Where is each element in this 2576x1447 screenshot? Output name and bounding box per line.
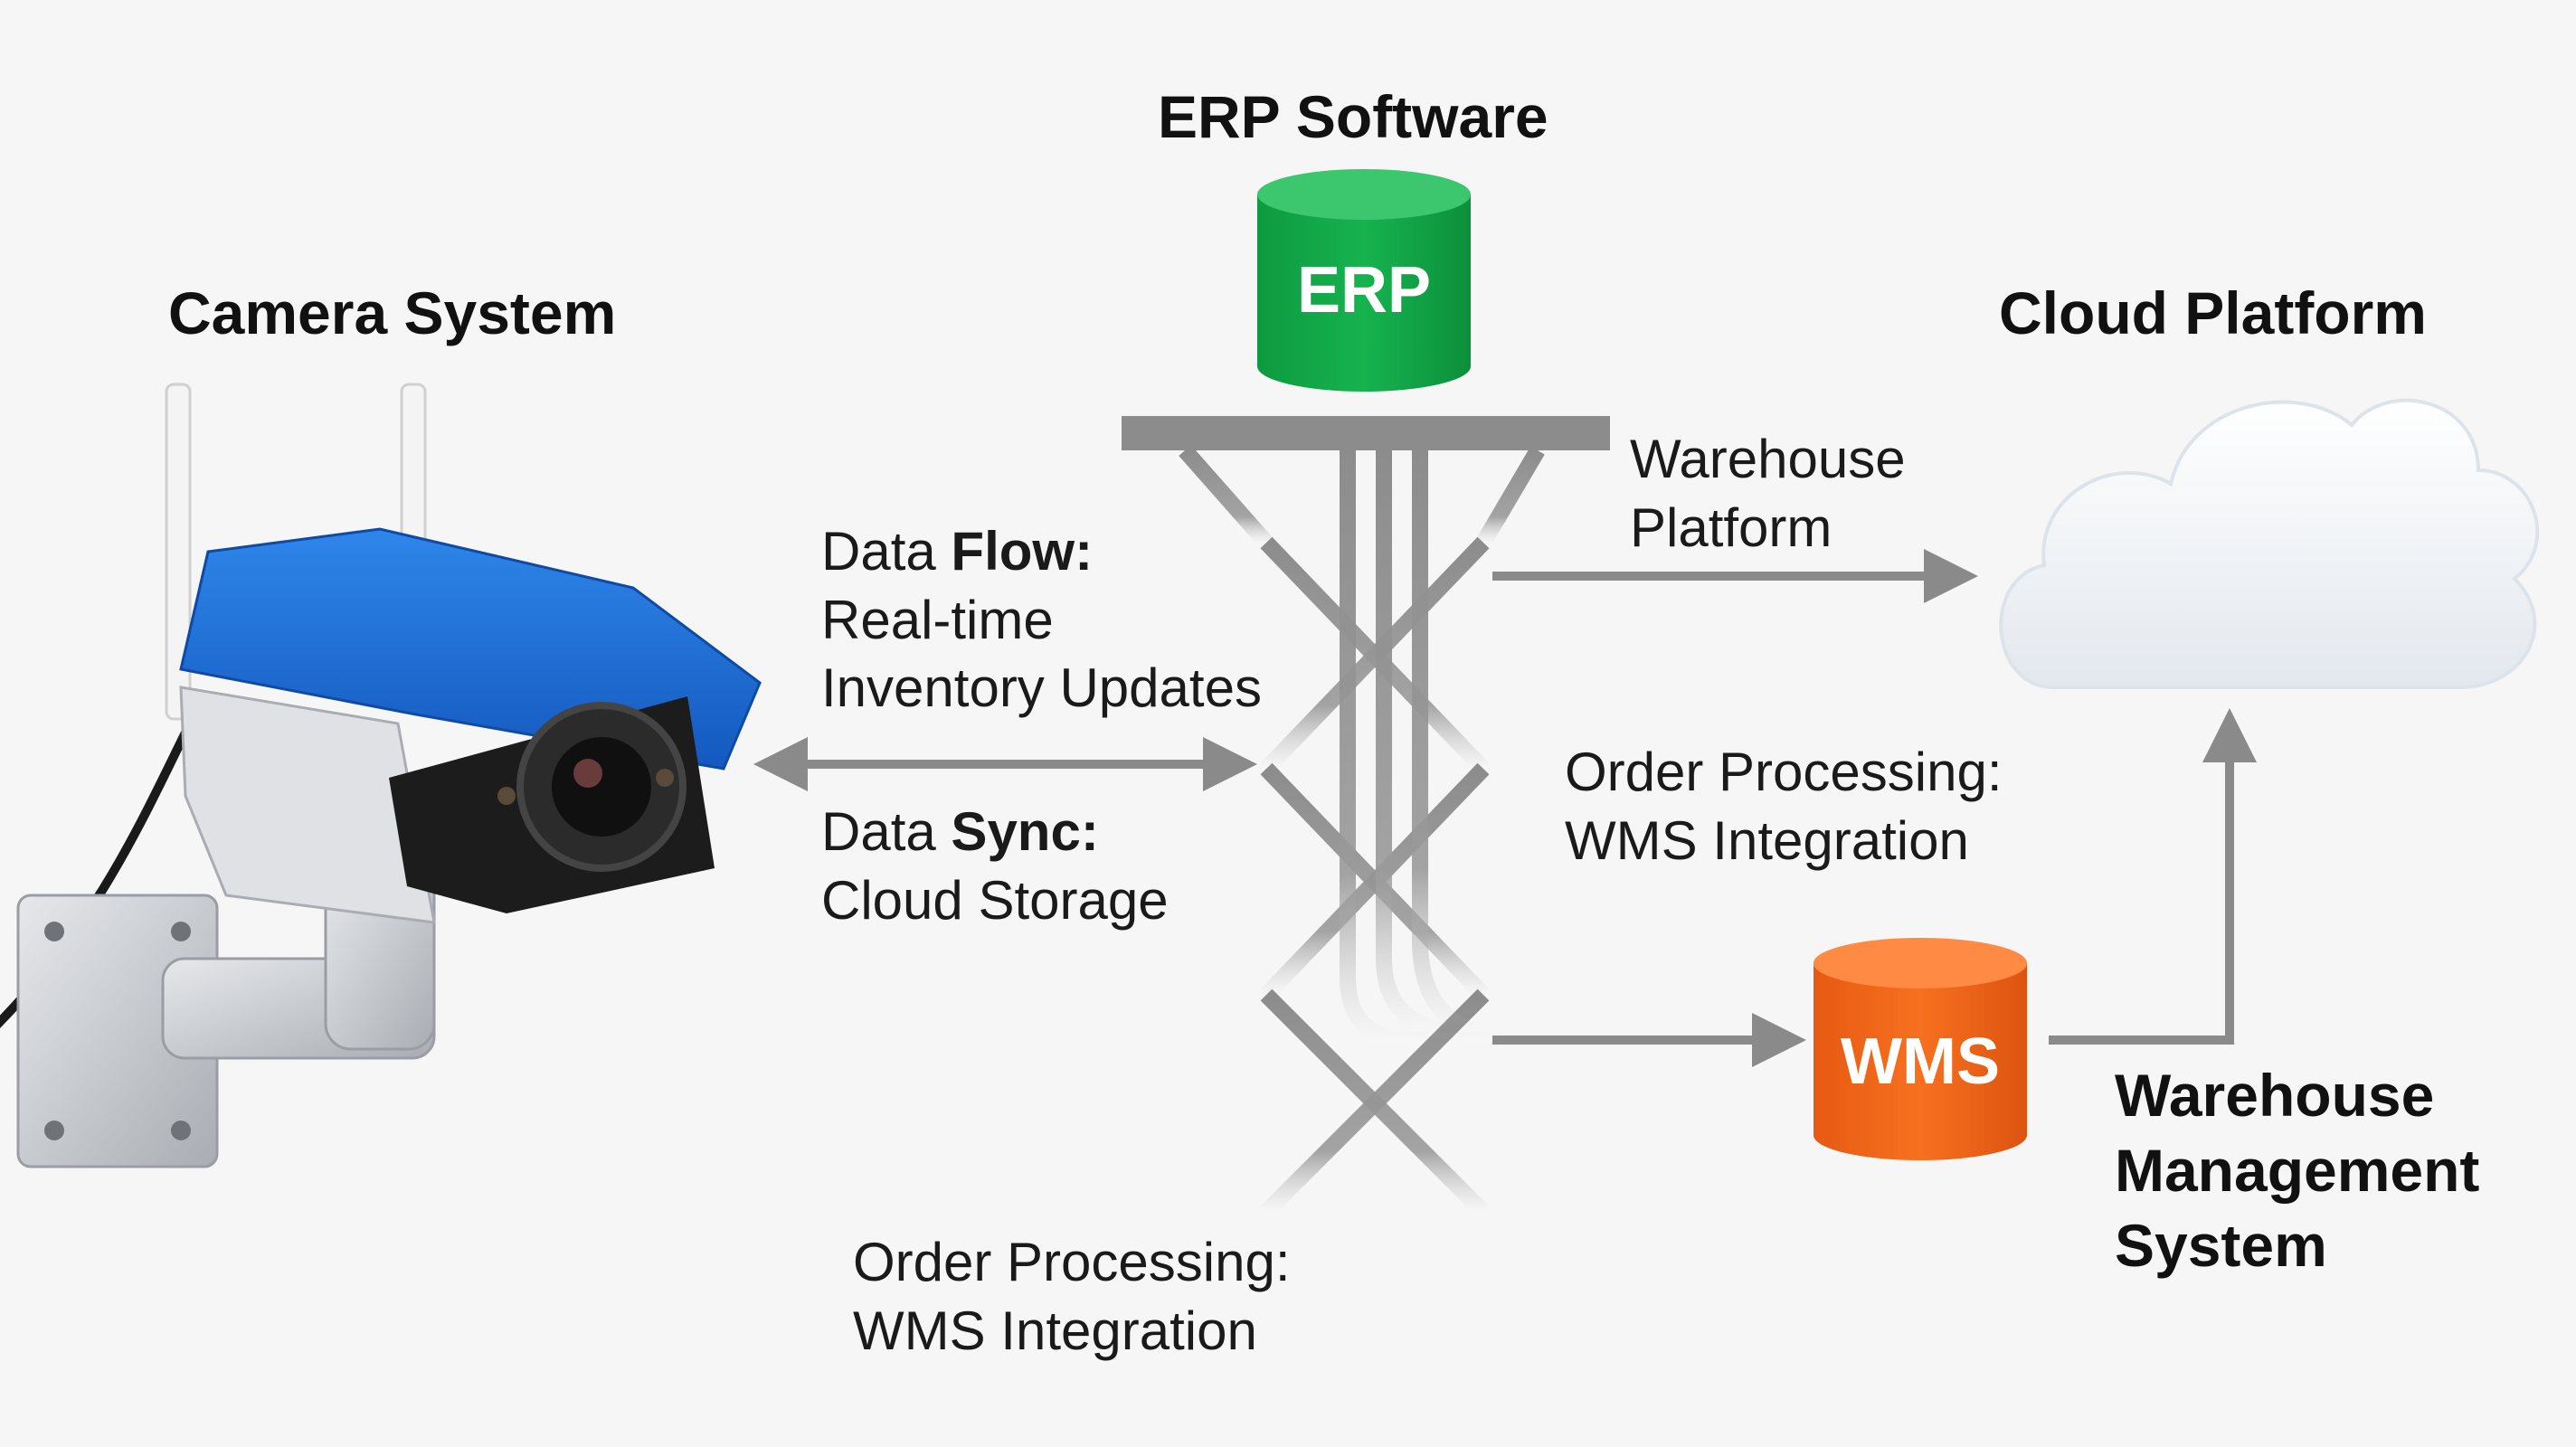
data-flow-line-2: Inventory Updates bbox=[821, 657, 1262, 719]
wms-cloud-arrow bbox=[2049, 708, 2257, 1045]
cloud-icon bbox=[1999, 398, 2540, 689]
lattice-tower-icon bbox=[1122, 416, 1610, 1218]
data-flow-annotation: Data Flow: Real-time Inventory Updates bbox=[821, 517, 1262, 723]
camera-system-heading: Camera System bbox=[168, 279, 617, 346]
warehouse-platform-line-2: Platform bbox=[1630, 497, 1833, 558]
data-sync-line-1: Cloud Storage bbox=[821, 869, 1169, 931]
order-processing-bottom-annotation: Order Processing: WMS Integration bbox=[853, 1228, 1291, 1365]
wms-heading: Warehouse Management System bbox=[2115, 1058, 2479, 1283]
cloud-platform-heading: Cloud Platform bbox=[1999, 279, 2427, 346]
erp-software-heading: ERP Software bbox=[1158, 83, 1548, 150]
connector-arrows bbox=[753, 549, 2257, 1067]
erp-database-label: ERP bbox=[1297, 254, 1431, 326]
data-flow-line-1: Real-time bbox=[821, 589, 1054, 650]
wms-database-icon: WMS bbox=[1814, 938, 2027, 1160]
wms-database-label: WMS bbox=[1841, 1026, 2000, 1098]
warehouse-platform-annotation: Warehouse Platform bbox=[1630, 425, 1906, 562]
wms-heading-line-3: System bbox=[2115, 1212, 2327, 1280]
data-sync-title: Data Sync: bbox=[821, 801, 1099, 862]
order-processing-mid-annotation: Order Processing: WMS Integration bbox=[1565, 738, 2003, 875]
warehouse-platform-line-1: Warehouse bbox=[1630, 429, 1906, 489]
order-processing-mid-line-2: WMS Integration bbox=[1565, 809, 1969, 871]
order-processing-bottom-line-1: Order Processing: bbox=[853, 1232, 1291, 1292]
order-processing-bottom-line-2: WMS Integration bbox=[853, 1300, 1257, 1361]
wms-heading-line-2: Management bbox=[2115, 1137, 2480, 1205]
order-processing-mid-line-1: Order Processing: bbox=[1565, 742, 2003, 802]
data-sync-annotation: Data Sync: Cloud Storage bbox=[821, 798, 1169, 934]
erp-database-icon: ERP bbox=[1257, 169, 1471, 392]
data-flow-title: Data Flow: bbox=[821, 521, 1094, 582]
wms-heading-line-1: Warehouse bbox=[2115, 1062, 2435, 1129]
security-camera-icon bbox=[0, 383, 762, 1168]
